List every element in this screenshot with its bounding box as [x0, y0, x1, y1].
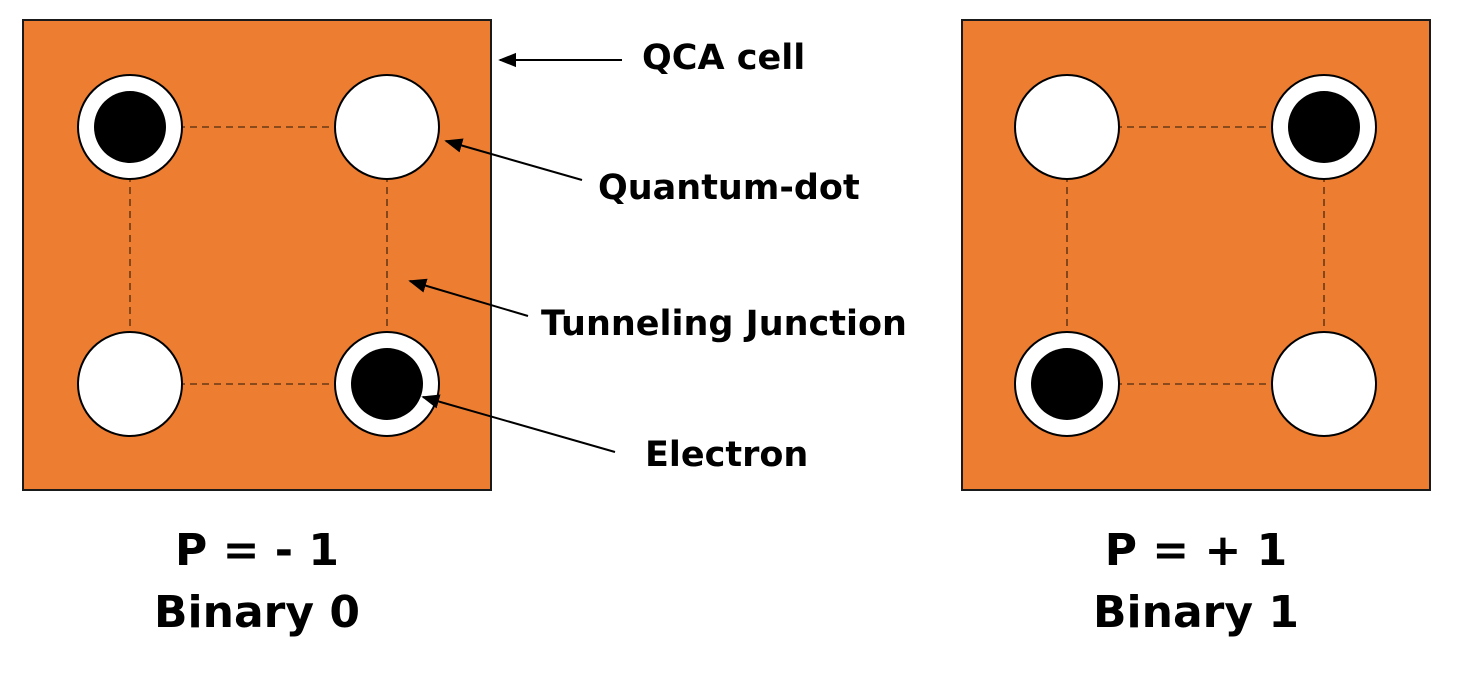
- electron: [1031, 348, 1103, 420]
- qca-cell-binary-1: [961, 19, 1431, 491]
- quantum-dot-bottom-left: [77, 331, 183, 437]
- quantum-dot-bottom-right: [1271, 331, 1377, 437]
- annotation-labels: QCA cell Quantum-dot Tunneling Junction …: [541, 38, 907, 475]
- annotation-arrows: [408, 52, 622, 453]
- qca-cell-label: QCA cell: [642, 38, 805, 78]
- quantum-dot-bottom-right: [334, 331, 440, 437]
- caption-binary-0: P = - 1 Binary 0: [77, 520, 437, 644]
- electron: [1288, 91, 1360, 163]
- quantum-dot-top-right: [334, 74, 440, 180]
- electron: [94, 91, 166, 163]
- caption-binary-1: P = + 1 Binary 1: [1016, 520, 1376, 644]
- qca-cell-binary-0: [22, 19, 492, 491]
- quantum-dot-label: Quantum-dot: [598, 168, 860, 208]
- quantum-dot-top-right: [1271, 74, 1377, 180]
- quantum-dot-top-left: [77, 74, 183, 180]
- polarization-label: P = + 1: [1104, 525, 1288, 576]
- polarization-label: P = - 1: [175, 525, 339, 576]
- binary-label: Binary 1: [1093, 587, 1299, 638]
- electron: [351, 348, 423, 420]
- tunneling-junction-label: Tunneling Junction: [541, 304, 907, 344]
- electron-label: Electron: [645, 435, 808, 475]
- electron-arrow: [421, 394, 616, 453]
- binary-label: Binary 0: [154, 587, 360, 638]
- quantum-dot-bottom-left: [1014, 331, 1120, 437]
- tunneling-junction-arrow: [408, 278, 529, 317]
- quantum-dot-top-left: [1014, 74, 1120, 180]
- quantum-dot-arrow: [444, 138, 583, 181]
